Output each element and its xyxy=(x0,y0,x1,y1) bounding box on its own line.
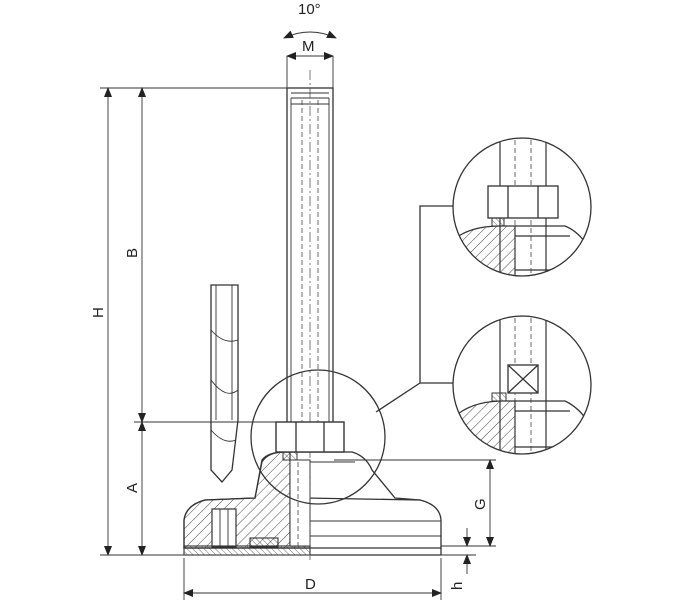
label-H: H xyxy=(90,307,107,318)
label-G: G xyxy=(472,498,489,510)
detail-circle-main xyxy=(250,369,386,505)
label-h: h xyxy=(449,582,466,590)
foot-base xyxy=(183,451,442,556)
label-D: D xyxy=(305,576,316,593)
label-M: M xyxy=(302,38,315,55)
dimension-lines xyxy=(100,30,496,600)
detail-view-locked-joint xyxy=(452,315,592,455)
detail-leaders xyxy=(375,205,454,413)
label-A: A xyxy=(124,483,141,493)
hex-nut xyxy=(275,421,345,461)
drill-bit xyxy=(210,284,239,483)
label-angle: 10° xyxy=(298,1,321,18)
threaded-stud xyxy=(286,70,334,560)
label-B: B xyxy=(124,248,141,258)
detail-view-nut-lock xyxy=(452,137,592,277)
